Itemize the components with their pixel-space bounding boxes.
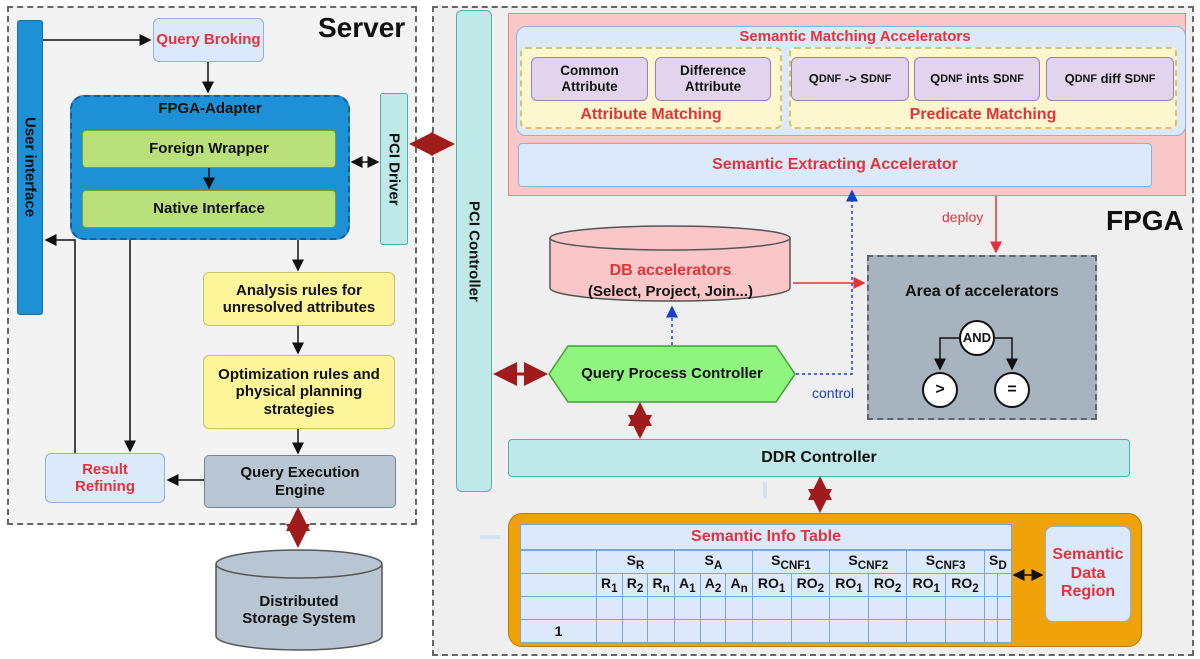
server-panel [7, 6, 417, 525]
ro2-cell: RO2 [867, 573, 908, 597]
scnf3-header: SCNF3 [906, 550, 985, 574]
semantic-extracting-box[interactable]: Semantic Extracting Accelerator [518, 143, 1152, 187]
sd-header: SD [983, 550, 1013, 574]
ro1-cell: RO1 [751, 573, 792, 597]
semantic-info-table: SR SA SCNF1 SCNF2 SCNF3 SD R1 R2 Rn A1 A… [520, 550, 1013, 643]
gt-node: > [922, 372, 958, 408]
attribute-matching-label: Attribute Matching [580, 106, 722, 123]
ro2-cell: RO2 [945, 573, 985, 597]
foreign-wrapper-box[interactable]: Foreign Wrapper [82, 130, 336, 168]
sa-header: SA [673, 550, 753, 574]
scnf1-header: SCNF1 [751, 550, 831, 574]
server-title: Server [318, 12, 406, 43]
query-process-controller-hexagon[interactable] [548, 345, 796, 403]
difference-attribute-box[interactable]: Difference Attribute [655, 57, 771, 101]
rn-cell: Rn [647, 573, 675, 597]
r2-cell: R2 [621, 573, 649, 597]
db-accelerators-subtitle: (Select, Project, Join...) [587, 283, 754, 300]
fpga-adapter-title: FPGA-Adapter [158, 100, 262, 117]
sr-header: SR [596, 550, 675, 574]
ddr-controller-box[interactable]: DDR Controller [508, 439, 1130, 477]
pci-driver-box[interactable]: PCI Driver [380, 93, 408, 245]
r1-cell: R1 [596, 573, 623, 597]
analysis-rules-box[interactable]: Analysis rules for unresolved attributes [203, 272, 395, 326]
common-attribute-box[interactable]: Common Attribute [531, 57, 648, 101]
result-refining-box[interactable]: Result Refining [45, 453, 165, 503]
native-interface-box[interactable]: Native Interface [82, 190, 336, 228]
distributed-storage-label: Distributed Storage System [242, 592, 356, 627]
area-of-accelerators-title: Area of accelerators [905, 283, 1059, 300]
query-broking-box[interactable]: Query Broking [153, 18, 264, 62]
and-node: AND [959, 320, 995, 356]
semantic-data-region-box[interactable]: Semantic Data Region [1045, 526, 1131, 622]
row-index-1: 1 [520, 619, 597, 643]
semantic-matching-title: Semantic Matching Accelerators [739, 28, 971, 45]
deploy-label: deploy [942, 209, 984, 225]
fpga-title: FPGA [1106, 205, 1184, 236]
query-execution-engine-box[interactable]: Query Execution Engine [204, 455, 396, 508]
control-label: control [812, 385, 855, 401]
semantic-info-table-title: Semantic Info Table [520, 524, 1012, 550]
eq-node: = [994, 372, 1030, 408]
ro1-cell: RO1 [829, 573, 869, 597]
ro2-cell: RO2 [790, 573, 831, 597]
a1-cell: A1 [673, 573, 701, 597]
predicate-matching-label: Predicate Matching [909, 106, 1057, 123]
user-interface-bar[interactable]: User interface [17, 20, 43, 315]
query-process-controller-label: Query Process Controller [581, 365, 763, 383]
an-cell: An [725, 573, 753, 597]
pci-controller-box[interactable]: PCI Controller [456, 10, 492, 492]
db-accelerators-title: DB accelerators [609, 262, 732, 279]
distributed-storage-cylinder[interactable] [214, 548, 384, 653]
ro1-cell: RO1 [906, 573, 947, 597]
optimization-rules-box[interactable]: Optimization rules and physical planning… [203, 355, 395, 429]
scnf2-header: SCNF2 [829, 550, 908, 574]
a2-cell: A2 [699, 573, 727, 597]
db-accelerators-cylinder[interactable] [548, 224, 793, 304]
